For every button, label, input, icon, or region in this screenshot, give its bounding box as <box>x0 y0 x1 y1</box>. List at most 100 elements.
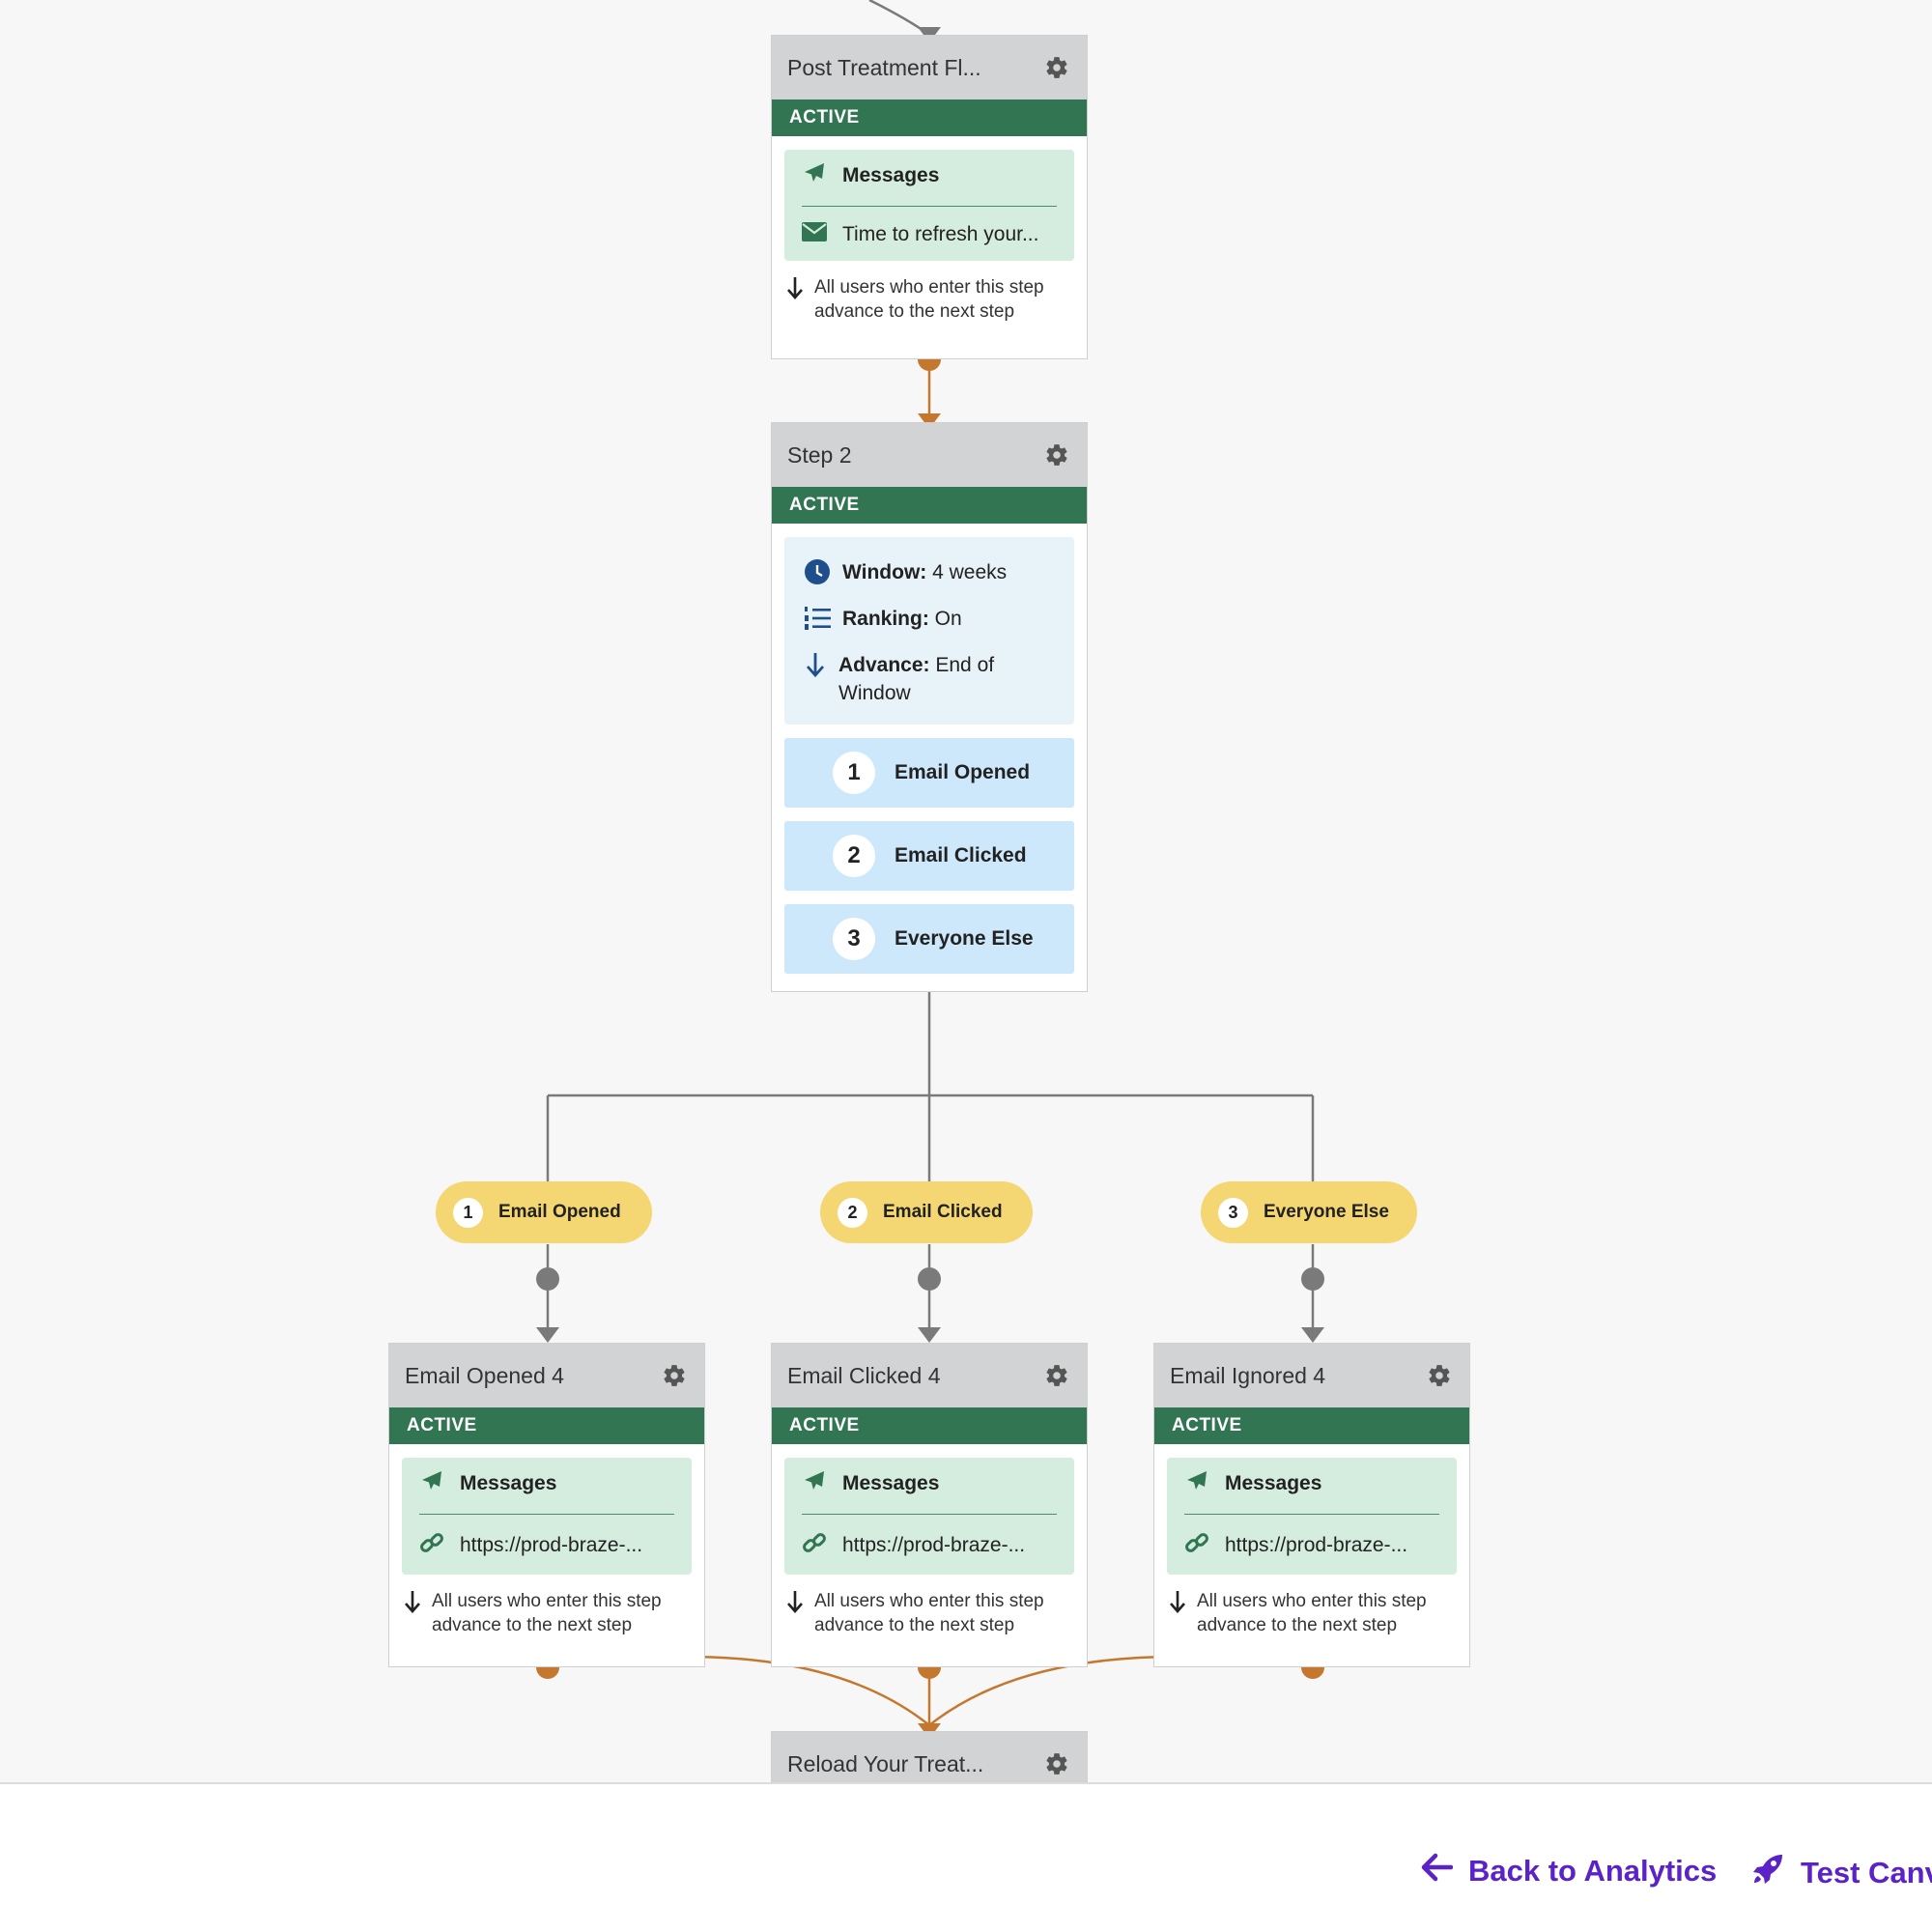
step-card-post-treatment[interactable]: Post Treatment Fl... ACTIVE Messages Tim… <box>771 35 1088 359</box>
card-title: Email Ignored 4 <box>1170 1362 1326 1388</box>
pill-label: Email Opened <box>498 1202 621 1222</box>
window-label: Window: <box>842 561 927 583</box>
step-card-step-2[interactable]: Step 2 ACTIVE Window: 4 weeks Ranking: O… <box>771 422 1088 992</box>
status-badge: ACTIVE <box>1154 1407 1469 1444</box>
path-item-email-opened[interactable]: 1 Email Opened <box>784 738 1074 808</box>
card-header: Email Opened 4 <box>389 1344 704 1407</box>
arrow-down-icon <box>1168 1589 1187 1621</box>
path-pill-email-opened[interactable]: 1 Email Opened <box>436 1181 652 1243</box>
status-badge: ACTIVE <box>772 487 1087 524</box>
advance-value: End of Window <box>838 654 995 704</box>
step-card-email-opened-4[interactable]: Email Opened 4 ACTIVE Messages https://p… <box>388 1343 705 1667</box>
ranking-setting: Ranking: On <box>804 605 1055 639</box>
advance-text: All users who enter this step advance to… <box>814 277 1044 322</box>
card-title: Email Opened 4 <box>405 1362 564 1388</box>
status-badge: ACTIVE <box>389 1407 704 1444</box>
path-pill-everyone-else[interactable]: 3 Everyone Else <box>1201 1181 1417 1243</box>
advance-label: Advance: <box>838 654 930 676</box>
test-canvas-label: Test Canvas <box>1801 1856 1932 1889</box>
pill-label: Everyone Else <box>1264 1202 1389 1222</box>
paper-plane-icon <box>802 1469 827 1498</box>
message-preview: https://prod-braze-... <box>842 1534 1026 1556</box>
path-pill-email-clicked[interactable]: 2 Email Clicked <box>820 1181 1033 1243</box>
arrow-down-icon <box>804 651 827 686</box>
step-card-email-ignored-4[interactable]: Email Ignored 4 ACTIVE Messages https://… <box>1153 1343 1470 1667</box>
gear-icon[interactable] <box>1042 53 1071 82</box>
messages-label: Messages <box>842 1472 940 1494</box>
gear-icon[interactable] <box>1425 1361 1454 1390</box>
gear-icon[interactable] <box>1042 440 1071 469</box>
back-to-analytics-label: Back to Analytics <box>1468 1854 1718 1888</box>
advance-text: All users who enter this step advance to… <box>432 1591 662 1635</box>
messages-box[interactable]: Messages https://prod-braze-... <box>1167 1458 1457 1575</box>
link-icon <box>802 1530 827 1561</box>
pill-label: Email Clicked <box>883 1202 1003 1222</box>
path-number: 1 <box>833 752 875 794</box>
advance-note: All users who enter this step advance to… <box>772 261 1087 324</box>
canvas-area[interactable]: Post Treatment Fl... ACTIVE Messages Tim… <box>0 0 1932 1782</box>
ranked-list-icon <box>804 605 831 639</box>
messages-box[interactable]: Messages https://prod-braze-... <box>784 1458 1074 1575</box>
messages-label: Messages <box>842 164 940 186</box>
messages-label: Messages <box>1225 1472 1322 1494</box>
link-icon <box>419 1530 444 1561</box>
advance-note: All users who enter this step advance to… <box>1154 1575 1469 1637</box>
step-card-reload[interactable]: Reload Your Treat... <box>771 1731 1088 1782</box>
card-title: Email Clicked 4 <box>787 1362 941 1388</box>
message-preview: Time to refresh your... <box>842 223 1039 245</box>
card-header: Step 2 <box>772 423 1087 487</box>
message-preview: https://prod-braze-... <box>1225 1534 1408 1556</box>
messages-box[interactable]: Messages Time to refresh your... <box>784 150 1074 261</box>
ranking-label: Ranking: <box>842 608 929 630</box>
window-setting: Window: 4 weeks <box>804 558 1055 593</box>
path-label: Email Opened <box>895 761 1031 783</box>
step-card-email-clicked-4[interactable]: Email Clicked 4 ACTIVE Messages https://… <box>771 1343 1088 1667</box>
gear-icon[interactable] <box>1042 1361 1071 1390</box>
paper-plane-icon <box>1184 1469 1209 1498</box>
card-title: Step 2 <box>787 441 852 468</box>
arrow-down-icon <box>785 275 805 307</box>
paper-plane-icon <box>802 161 827 190</box>
advance-text: All users who enter this step advance to… <box>814 1591 1044 1635</box>
card-title: Reload Your Treat... <box>787 1750 984 1776</box>
path-item-email-clicked[interactable]: 2 Email Clicked <box>784 821 1074 891</box>
arrow-left-icon <box>1420 1852 1454 1890</box>
advance-note: All users who enter this step advance to… <box>389 1575 704 1637</box>
pill-number: 2 <box>838 1197 867 1228</box>
gear-icon[interactable] <box>660 1361 689 1390</box>
card-header: Email Ignored 4 <box>1154 1344 1469 1407</box>
card-header: Reload Your Treat... <box>772 1732 1087 1782</box>
advance-setting: Advance: End of Window <box>804 651 1055 707</box>
card-title: Post Treatment Fl... <box>787 54 981 80</box>
paper-plane-icon <box>419 1469 444 1498</box>
ranking-value: On <box>928 608 962 630</box>
pill-number: 1 <box>453 1197 483 1228</box>
message-preview: https://prod-braze-... <box>460 1534 643 1556</box>
path-label: Email Clicked <box>895 844 1027 867</box>
rocket-icon <box>1750 1852 1785 1894</box>
pill-number: 3 <box>1218 1197 1248 1228</box>
path-item-everyone-else[interactable]: 3 Everyone Else <box>784 904 1074 974</box>
window-value: 4 weeks <box>926 561 1008 583</box>
arrow-down-icon <box>403 1589 422 1621</box>
messages-box[interactable]: Messages https://prod-braze-... <box>402 1458 692 1575</box>
messages-label: Messages <box>460 1472 557 1494</box>
clock-icon <box>804 558 831 593</box>
advance-text: All users who enter this step advance to… <box>1197 1591 1427 1635</box>
arrow-down-icon <box>785 1589 805 1621</box>
envelope-icon <box>802 222 827 247</box>
back-to-analytics-button[interactable]: Back to Analytics <box>1420 1852 1717 1890</box>
status-badge: ACTIVE <box>772 99 1087 136</box>
advance-note: All users who enter this step advance to… <box>772 1575 1087 1637</box>
test-canvas-button[interactable]: Test Canvas <box>1750 1852 1932 1894</box>
status-badge: ACTIVE <box>772 1407 1087 1444</box>
footer-bar: Back to Analytics Test Canvas <box>0 1782 1932 1932</box>
path-number: 3 <box>833 918 875 960</box>
card-header: Post Treatment Fl... <box>772 36 1087 99</box>
gear-icon[interactable] <box>1042 1749 1071 1778</box>
path-number: 2 <box>833 835 875 877</box>
path-label: Everyone Else <box>895 927 1034 950</box>
step-settings-box: Window: 4 weeks Ranking: On Advance: End… <box>784 537 1074 724</box>
card-header: Email Clicked 4 <box>772 1344 1087 1407</box>
link-icon <box>1184 1530 1209 1561</box>
